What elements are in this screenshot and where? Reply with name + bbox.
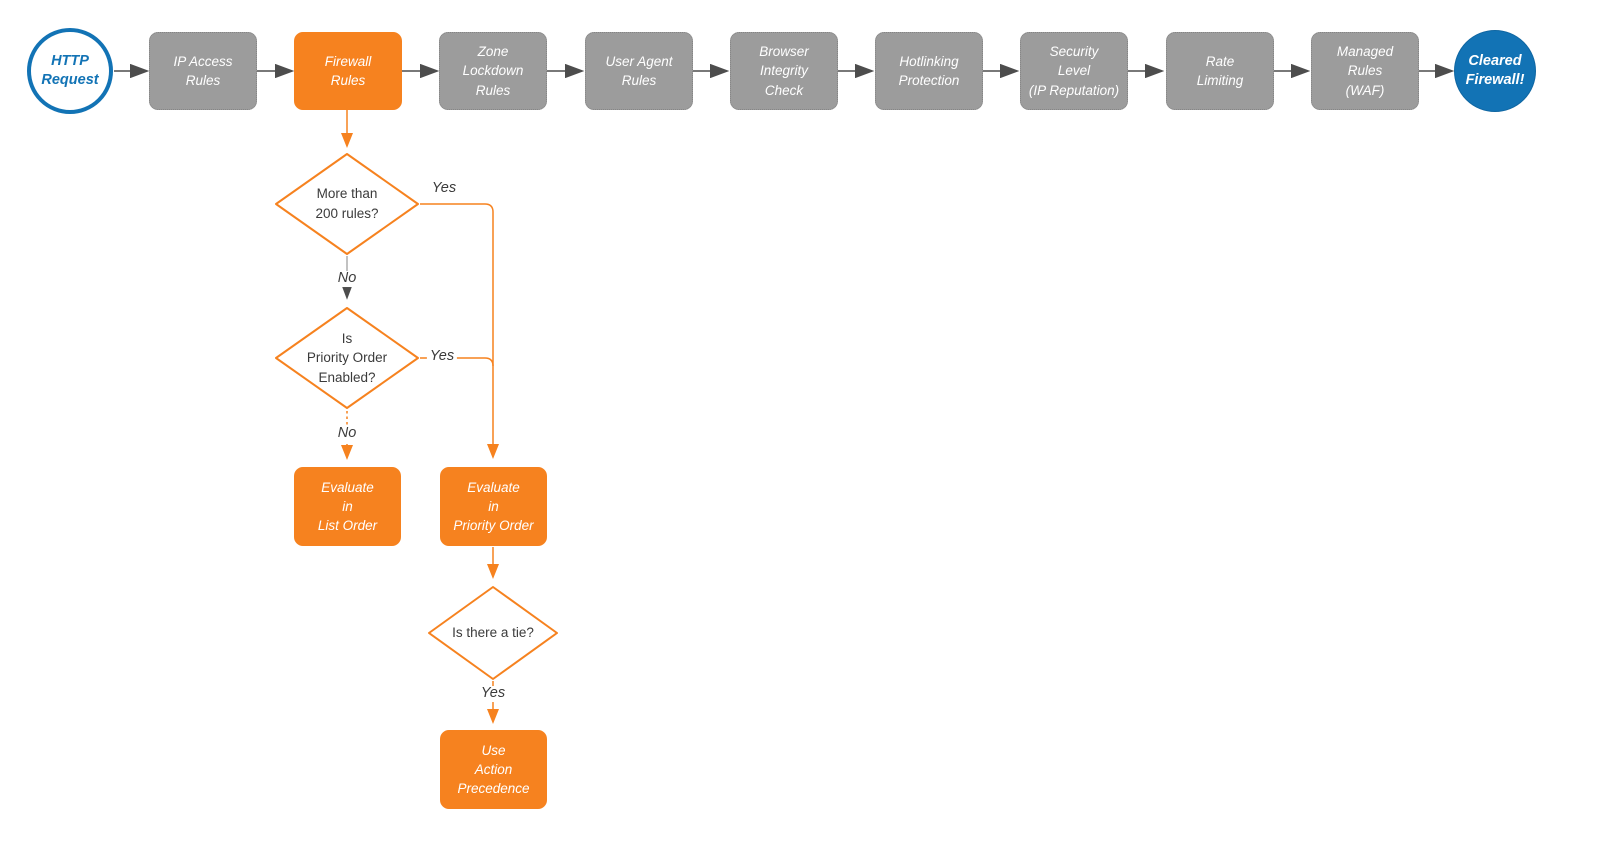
diamond-shape bbox=[428, 586, 558, 680]
node-cleared-firewall: Cleared Firewall! bbox=[1454, 30, 1536, 112]
node-label: User Agent Rules bbox=[605, 53, 673, 88]
node-hotlinking-protection: Hotlinking Protection bbox=[875, 32, 983, 110]
edge-label-d1-yes: Yes bbox=[428, 180, 460, 197]
node-rate-limiting: Rate Limiting bbox=[1166, 32, 1274, 110]
node-label: Zone Lockdown Rules bbox=[462, 44, 524, 98]
node-use-action-precedence: Use Action Precedence bbox=[440, 730, 547, 809]
node-label: Cleared Firewall! bbox=[1465, 53, 1525, 88]
decision-label: More than 200 rules? bbox=[315, 186, 379, 221]
diamond-shape bbox=[275, 307, 419, 409]
node-ip-access-rules: IP Access Rules bbox=[149, 32, 257, 110]
node-label: HTTP Request bbox=[41, 53, 99, 88]
diamond-shape bbox=[275, 153, 419, 255]
node-security-level-ip-reputation: Security Level (IP Reputation) bbox=[1020, 32, 1128, 110]
decision-label: Is Priority Order Enabled? bbox=[306, 330, 388, 385]
node-evaluate-in-list-order: Evaluate in List Order bbox=[294, 467, 401, 546]
node-label: Evaluate in List Order bbox=[317, 479, 378, 534]
node-user-agent-rules: User Agent Rules bbox=[585, 32, 693, 110]
edge-decision1-yes-to-priority-order bbox=[420, 203, 499, 459]
node-http-request: HTTP Request bbox=[27, 28, 113, 114]
decision-priority-order-enabled: Is Priority Order Enabled? bbox=[274, 306, 420, 410]
node-label: Managed Rules (WAF) bbox=[1336, 44, 1394, 98]
node-evaluate-in-priority-order: Evaluate in Priority Order bbox=[440, 467, 547, 546]
node-zone-lockdown-rules: Zone Lockdown Rules bbox=[439, 32, 547, 110]
edge-label-d2-no: No bbox=[334, 425, 360, 442]
decision-is-there-a-tie: Is there a tie? bbox=[427, 585, 559, 681]
edge-label-d1-no: No bbox=[334, 270, 360, 287]
node-label: IP Access Rules bbox=[173, 53, 233, 88]
node-browser-integrity-check: Browser Integrity Check bbox=[730, 32, 838, 110]
edge-label-d2-yes: Yes bbox=[426, 348, 458, 365]
decision-more-than-200-rules: More than 200 rules? bbox=[274, 152, 420, 256]
node-label: Use Action Precedence bbox=[457, 742, 530, 797]
node-managed-rules-waf: Managed Rules (WAF) bbox=[1311, 32, 1419, 110]
node-label: Firewall Rules bbox=[324, 53, 372, 88]
decision-label: Is there a tie? bbox=[452, 625, 534, 641]
node-label: Hotlinking Protection bbox=[898, 53, 960, 88]
node-label: Evaluate in Priority Order bbox=[453, 479, 534, 534]
edge-label-d3-yes: Yes bbox=[477, 685, 509, 702]
node-label: Security Level (IP Reputation) bbox=[1028, 44, 1120, 98]
node-label: Rate Limiting bbox=[1196, 53, 1244, 88]
node-firewall-rules: Firewall Rules bbox=[294, 32, 402, 110]
node-label: Browser Integrity Check bbox=[759, 44, 809, 98]
edge-decision2-yes-merge bbox=[420, 357, 494, 367]
